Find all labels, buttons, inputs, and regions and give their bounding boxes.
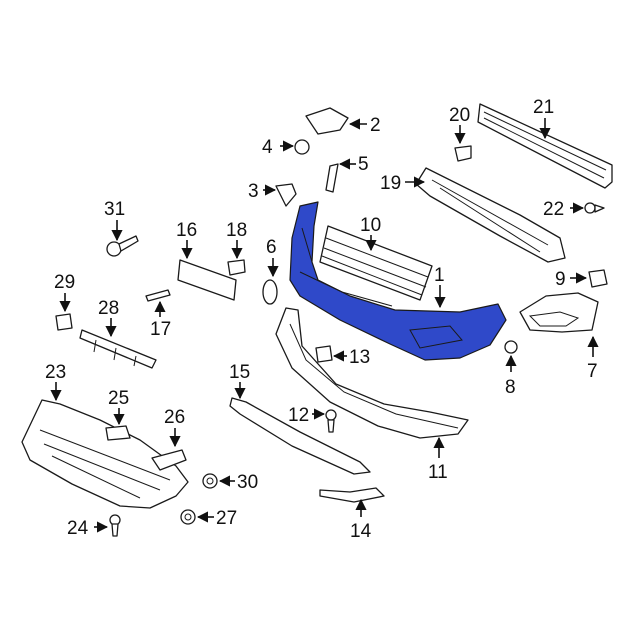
lower-valance-part[interactable] <box>275 307 469 439</box>
callout-12: 12 <box>288 405 309 426</box>
callout-20: 20 <box>449 105 470 126</box>
bumper-cover-part[interactable] <box>289 201 507 361</box>
bolt-part-31[interactable] <box>106 235 139 257</box>
callout-26: 26 <box>164 407 185 428</box>
callout-1: 1 <box>434 265 445 286</box>
callout-4: 4 <box>262 137 273 158</box>
plate-bracket-part[interactable] <box>177 259 237 301</box>
nut-part-30[interactable] <box>202 473 218 489</box>
callout-27: 27 <box>216 508 237 529</box>
callout-2: 2 <box>370 115 381 136</box>
reinforcement-bar-part[interactable] <box>477 103 613 189</box>
callout-22: 22 <box>543 199 564 220</box>
callout-5: 5 <box>358 154 369 175</box>
clip-part-3[interactable] <box>275 183 297 207</box>
absorber-part[interactable] <box>415 167 566 263</box>
callout-6: 6 <box>266 237 277 258</box>
fog-lamp-bezel-part[interactable] <box>519 292 599 333</box>
clip-part-18[interactable] <box>227 259 246 276</box>
callout-18: 18 <box>226 220 247 241</box>
callout-14: 14 <box>350 521 372 542</box>
bracket-part-25[interactable] <box>105 425 131 441</box>
callout-13: 13 <box>349 347 370 368</box>
callout-28: 28 <box>98 298 119 319</box>
retainer-part-13[interactable] <box>315 345 333 363</box>
callout-29: 29 <box>54 272 75 293</box>
callout-11: 11 <box>428 462 448 483</box>
callout-25: 25 <box>108 388 129 409</box>
splash-shield-part[interactable] <box>21 399 189 509</box>
nut-part-27[interactable] <box>180 509 196 525</box>
lower-trim-part[interactable] <box>229 397 371 475</box>
callout-8: 8 <box>505 377 516 398</box>
grommet-part-4[interactable] <box>294 139 310 155</box>
clip-part-20[interactable] <box>454 145 472 162</box>
trim-piece-part-14[interactable] <box>319 487 385 503</box>
deflector-strip-part[interactable] <box>79 329 157 369</box>
ring-part-6[interactable] <box>262 279 278 305</box>
stud-part-17[interactable] <box>145 289 171 302</box>
pin-part-5[interactable] <box>325 163 339 193</box>
bracket-part-26[interactable] <box>151 449 187 471</box>
callout-30: 30 <box>237 472 258 493</box>
callout-15: 15 <box>229 362 250 383</box>
screw-part-29[interactable] <box>55 313 73 331</box>
callout-7: 7 <box>587 361 598 382</box>
bolt-part-24[interactable] <box>109 514 121 537</box>
callout-3: 3 <box>248 181 259 202</box>
callout-10: 10 <box>360 215 381 236</box>
callout-21: 21 <box>533 97 554 118</box>
callout-31: 31 <box>104 199 125 220</box>
nut-part-9[interactable] <box>588 269 608 288</box>
callout-17: 17 <box>150 319 171 340</box>
bracket-part-2[interactable] <box>305 107 349 135</box>
callout-16: 16 <box>176 220 197 241</box>
screw-part-8[interactable] <box>504 340 518 354</box>
callout-9: 9 <box>555 269 566 290</box>
grille-part[interactable] <box>319 225 433 301</box>
callout-23: 23 <box>45 362 66 383</box>
callout-19: 19 <box>380 173 401 194</box>
callout-24: 24 <box>67 518 89 539</box>
bolt-part-22[interactable] <box>584 202 605 214</box>
bolt-part-12[interactable] <box>325 409 337 433</box>
